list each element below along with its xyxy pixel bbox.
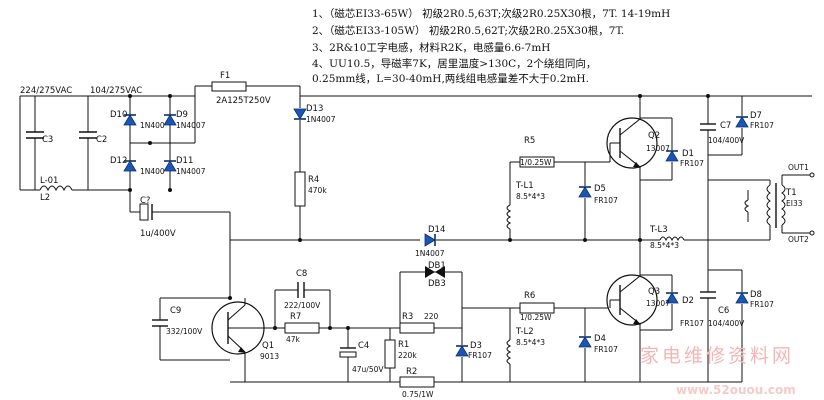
note-2: 2、（磁芯EI33-105W） 初级2R0.5,62T;次级2R0.25X30根… — [312, 25, 625, 37]
note-3: 3、2R&10工字电感，材料R2K，电感量6.6-7mH — [312, 42, 551, 54]
label-q1-value: 9013 — [260, 352, 279, 361]
label-d3: D3 — [470, 341, 482, 351]
label-f1: F1 — [220, 71, 230, 81]
label-r5: R5 — [524, 136, 535, 146]
upper-half-bridge — [506, 94, 749, 240]
resistor-r7 — [284, 322, 320, 334]
label-db3: DB3 — [428, 279, 446, 289]
label-t1: T1 — [785, 188, 797, 198]
resistor-r2 — [399, 376, 435, 388]
label-r2-value: 0.75/1W — [402, 390, 434, 399]
label-d14-value: 1N4007 — [415, 249, 445, 258]
label-r3: R3 — [402, 312, 413, 322]
label-out1: OUT1 — [788, 163, 809, 172]
input-voltage-2: 104/275VAC — [90, 86, 142, 96]
label-d11-value: 1N4007 — [176, 167, 206, 176]
label-d5-value: FR107 — [594, 196, 618, 205]
label-d2: D2 — [682, 296, 694, 306]
label-q1: Q1 — [262, 341, 274, 351]
label-f1-value: 2A125T250V — [216, 96, 271, 106]
label-d5: D5 — [594, 184, 606, 194]
label-t1-value: EI33 — [786, 199, 803, 208]
label-r1-value: 220k — [398, 351, 417, 360]
label-c7: C7 — [720, 121, 731, 131]
label-d10: D10 — [110, 110, 127, 120]
label-q3: Q3 — [648, 287, 660, 297]
note-1: 1、（磁芯EI33-65W） 初级2R0.5,63T;次级2R0.25X30根，… — [312, 8, 671, 20]
label-tl3-value: 8.5*4*3 — [650, 241, 679, 250]
label-c7-value: 104/400V — [708, 136, 745, 145]
note-5: 0.25mm线，L=30-40mH,两线组电感量差不大于0.2mH. — [312, 73, 589, 85]
label-q2-value: 13007 — [646, 144, 670, 153]
label-r7-value: 47k — [286, 335, 301, 344]
label-c3: C3 — [42, 135, 53, 145]
label-r5-value: 1/0.25W — [520, 158, 552, 167]
label-d1-value: FR107 — [680, 159, 704, 168]
label-r1: R1 — [398, 340, 409, 350]
label-db1: DB1 — [428, 261, 446, 271]
label-q3-value: 13007 — [646, 299, 670, 308]
resistor-r4 — [294, 171, 306, 207]
label-c6-value: 104/400V — [708, 319, 745, 328]
resistor-r1 — [384, 339, 396, 369]
label-r6-value: 1/0.25W — [520, 313, 552, 322]
input-voltage-1: 224/275VAC — [20, 86, 72, 96]
label-d7: D7 — [750, 111, 762, 121]
label-d3-value: FR107 — [468, 351, 492, 360]
watermark-cn: 家电维修资料网 — [640, 345, 794, 367]
label-r4: R4 — [308, 175, 319, 185]
label-d13-value: 1N4007 — [306, 115, 336, 124]
labels: 224/275VAC 104/275VAC F1 2A125T250V C3 C… — [20, 71, 809, 399]
label-r4-value: 470k — [308, 186, 327, 195]
label-d12-value: 1N400 — [140, 167, 165, 176]
label-d7-value: FR107 — [750, 121, 774, 130]
label-tl1: T-L1 — [515, 181, 534, 191]
label-d4: D4 — [594, 334, 606, 344]
lower-half-bridge — [506, 180, 749, 382]
label-out2: OUT2 — [788, 235, 809, 244]
note-4: 4、UU10.5，导磁率7K，居里温度>130C，2个绕组同向， — [312, 58, 597, 70]
label-d13: D13 — [306, 104, 323, 114]
label-tl3: T-L3 — [649, 225, 668, 235]
watermark-url: www.52ouou.com — [676, 383, 796, 397]
label-c2: C2 — [96, 135, 107, 145]
label-d9-value: 1N4007 — [176, 121, 206, 130]
label-c9: C9 — [170, 306, 181, 316]
trigger-circuit — [152, 240, 510, 388]
label-c6: C6 — [718, 306, 729, 316]
label-d9: D9 — [176, 110, 188, 120]
label-c9-value: 332/100V — [166, 327, 203, 336]
label-d4-value: FR107 — [594, 345, 618, 354]
label-r3-value: 220 — [424, 312, 439, 321]
label-d1: D1 — [682, 149, 694, 159]
label-r7: R7 — [290, 312, 301, 322]
label-d14: D14 — [428, 225, 445, 235]
label-q2: Q2 — [648, 131, 660, 141]
input-section — [19, 85, 231, 240]
label-c8-value: 222/100V — [284, 301, 321, 310]
label-r2: R2 — [406, 367, 417, 377]
label-d8: D8 — [750, 290, 762, 300]
label-c8: C8 — [296, 269, 307, 279]
label-c-input-value: 1u/400V — [140, 229, 176, 239]
transformer-t1 — [707, 155, 815, 240]
fuse-f1 — [211, 81, 301, 96]
label-tl1-value: 8.5*4*3 — [516, 192, 545, 201]
label-d2-value: FR107 — [680, 319, 704, 328]
label-d11: D11 — [176, 156, 193, 166]
label-c-input: C? — [140, 196, 150, 206]
label-r6: R6 — [524, 291, 535, 301]
label-d8-value: FR107 — [750, 300, 774, 309]
label-tl2: T-L2 — [515, 327, 534, 337]
resistor-r3 — [399, 322, 435, 334]
label-d10-value: 1N400 — [140, 121, 165, 130]
label-l01: L-01 — [40, 176, 58, 186]
label-d12: D12 — [110, 156, 127, 166]
label-tl2-value: 8.5*4*3 — [516, 338, 545, 347]
label-c4-value: 47u/50V — [352, 365, 384, 374]
diac-db1 — [415, 266, 450, 278]
label-l2: L2 — [40, 193, 50, 203]
label-c4: C4 — [358, 341, 369, 351]
